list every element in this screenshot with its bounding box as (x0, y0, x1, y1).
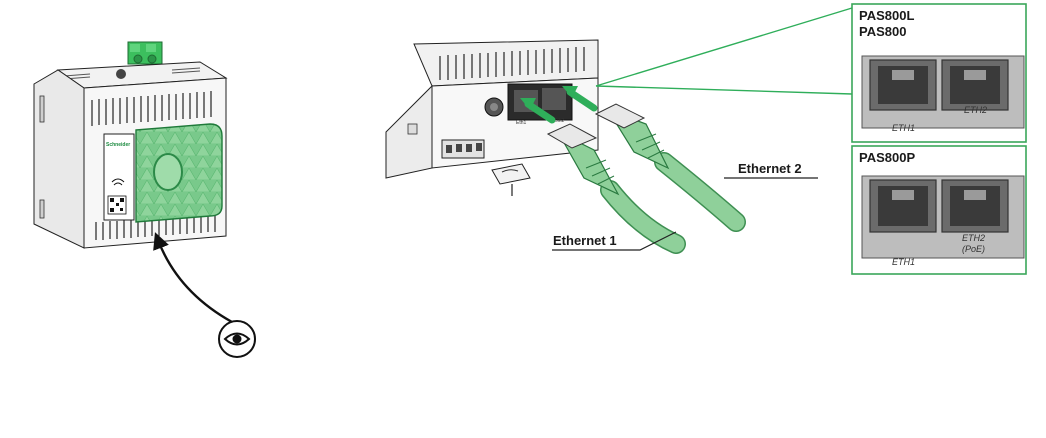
ethernet-cable-1 (546, 123, 686, 254)
panel-top-model-2: PAS800 (859, 24, 906, 39)
curved-arrow-icon (153, 232, 233, 324)
rear-port-tag-2: Eth2 (554, 118, 565, 124)
detail-panel-pas800p: PAS800P ETH1 ETH2 (PoE) (851, 145, 1027, 275)
panel-bottom-port-1: ETH1 (892, 257, 915, 267)
device-rear-view: Eth1 Eth2 (385, 39, 599, 196)
zoom-line-top (595, 7, 853, 87)
terminal-block (127, 41, 163, 65)
panel-top-model-1: PAS800L (859, 8, 914, 23)
zoom-line-bottom (595, 85, 853, 95)
ethernet-cable-2 (594, 103, 746, 232)
panel-bottom-port-2: ETH2 (962, 233, 985, 243)
panel-top-port-1: ETH1 (892, 123, 915, 133)
push-arrow-icon (520, 86, 598, 124)
label-ethernet-2: Ethernet 2 (738, 161, 802, 176)
device-brand: Schneider (106, 142, 130, 148)
panel-bottom-model: PAS800P (859, 150, 915, 165)
detail-panel-pas800l: PAS800L PAS800 ETH1 ETH2 (851, 3, 1027, 143)
rear-port-tag-1: Eth1 (516, 120, 527, 126)
device-front-view: Schneider (33, 41, 228, 249)
label-ethernet-1: Ethernet 1 (553, 233, 617, 248)
vent-slots-top (91, 91, 212, 126)
eye-icon (218, 320, 256, 358)
vent-slots-bottom (95, 214, 216, 240)
callout-line-1 (552, 231, 677, 251)
panel-top-port-2: ETH2 (964, 105, 987, 115)
status-led-ring (153, 153, 183, 191)
panel-bottom-port-2-poe: (PoE) (962, 244, 985, 254)
